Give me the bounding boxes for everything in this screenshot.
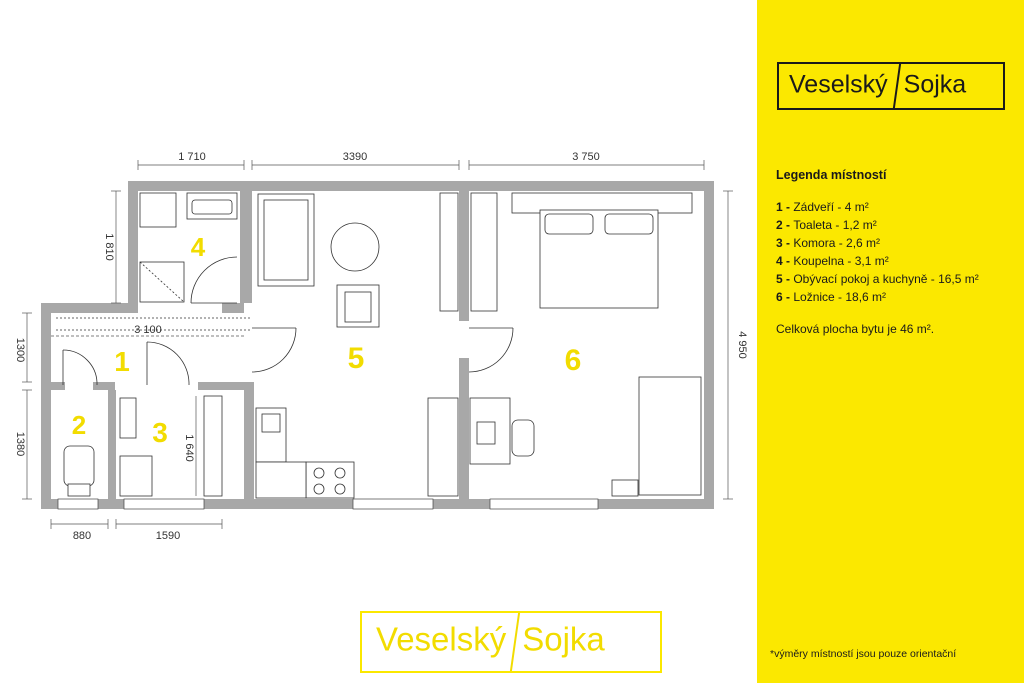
dim-left-2: 1300 (14, 338, 26, 362)
legend-item-number: 3 - (776, 236, 794, 250)
dim-top-3: 3 750 (572, 151, 600, 163)
total-area: Celková plocha bytu je 46 m². (776, 322, 935, 336)
floor-plan: 1 710 3390 3 750 880 1590 3 100 1 810 13… (14, 151, 748, 542)
room-number-2: 2 (72, 410, 86, 440)
area-disclaimer: *výměry místností jsou pouze orientační (770, 648, 957, 660)
logo-slash-icon (892, 64, 901, 108)
wardrobe-bed (470, 192, 498, 312)
room-number-1: 1 (114, 346, 130, 377)
legend-item-number: 6 - (776, 290, 794, 304)
dining-table (330, 222, 380, 272)
legend-item: 1 - Zádveří - 4 m² (776, 198, 1016, 216)
dimension-lines (22, 160, 733, 529)
footer-logo-slash-icon (510, 613, 521, 671)
dim-left-3: 1380 (14, 432, 26, 456)
dim-top-1: 1 710 (178, 151, 206, 163)
legend-item-number: 2 - (776, 218, 794, 232)
storage-unit (119, 455, 153, 497)
legend-item-label: Koupelna - 3,1 m² (793, 254, 889, 268)
furniture (63, 192, 702, 499)
legend-item-label: Komora - 2,6 m² (793, 236, 881, 250)
toilet (63, 445, 95, 487)
chair (476, 421, 496, 445)
room-number-3: 3 (152, 417, 168, 448)
cooktop (305, 461, 355, 499)
cabinet-living (427, 397, 459, 497)
dim-bottom-1: 880 (73, 530, 91, 542)
office-chair (511, 419, 535, 457)
storage-cabinet (203, 395, 223, 497)
dim-left-1: 1 810 (103, 233, 115, 261)
legend-item-number: 1 - (776, 200, 794, 214)
legend-item-number: 5 - (776, 272, 794, 286)
brand-logo-footer: Veselský Sojka (360, 611, 662, 673)
footer-brand-name-right: Sojka (522, 620, 605, 658)
room-number-6: 6 (565, 344, 582, 377)
washing-machine (139, 192, 177, 228)
storage-shelf (119, 397, 137, 439)
legend-item: 3 - Komora - 2,6 m² (776, 234, 1016, 252)
dim-inner-storage: 1 640 (183, 434, 195, 462)
legend-panel (757, 0, 1024, 683)
dim-top-2: 3390 (343, 151, 367, 163)
room-number-5: 5 (348, 342, 365, 375)
legend-item: 6 - Ložnice - 18,6 m² (776, 288, 1016, 306)
dim-right: 4 950 (736, 331, 748, 359)
legend-item: 5 - Obývací pokoj a kuchyně - 16,5 m² (776, 270, 1016, 288)
single-bed (638, 376, 702, 496)
dim-bottom-2: 1590 (156, 530, 180, 542)
windows (57, 498, 599, 510)
legend-item-label: Toaleta - 1,2 m² (793, 218, 877, 232)
brand-name-left: Veselský (789, 70, 888, 99)
legend-item: 2 - Toaleta - 1,2 m² (776, 216, 1016, 234)
brand-logo: Veselský Sojka (777, 62, 1005, 110)
legend-item-label: Zádveří - 4 m² (793, 200, 869, 214)
footer-brand-name-left: Veselský (376, 620, 507, 658)
brand-name-right: Sojka (903, 70, 967, 99)
legend-item-number: 4 - (776, 254, 794, 268)
doors (56, 256, 514, 386)
legend-item-label: Obývací pokoj a kuchyně - 16,5 m² (793, 272, 979, 286)
room-number-4: 4 (191, 232, 206, 262)
wardrobe-living (439, 192, 459, 312)
legend-item: 4 - Koupelna - 3,1 m² (776, 252, 1016, 270)
legend-item-label: Ložnice - 18,6 m² (793, 290, 887, 304)
legend-title: Legenda místností (776, 168, 887, 182)
dim-inner-hall: 3 100 (134, 324, 162, 336)
